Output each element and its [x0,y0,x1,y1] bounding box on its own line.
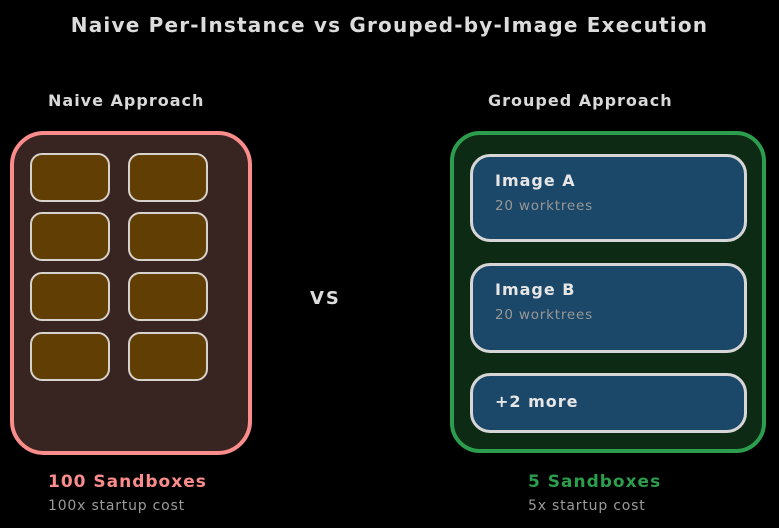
group-name: Image A [495,171,576,190]
grouped-sandbox-container: Image A 20 worktrees Image B 20 worktree… [450,131,766,453]
naive-approach-heading: Naive Approach [48,91,205,110]
grouped-sandbox-count: 5 Sandboxes [528,472,662,492]
instance-box [30,212,110,261]
instance-box [128,272,208,321]
naive-sandbox-count: 100 Sandboxes [48,472,207,492]
group-name: +2 more [495,392,579,411]
instance-box [128,332,208,381]
instance-box [128,212,208,261]
diagram-title: Naive Per-Instance vs Grouped-by-Image E… [70,13,709,37]
grouped-startup-cost: 5x startup cost [528,498,646,514]
group-box-more: +2 more [470,373,747,433]
group-name: Image B [495,280,576,299]
instance-box [30,153,110,202]
grouped-approach-heading: Grouped Approach [488,91,673,110]
vs-label: VS [310,288,341,309]
naive-startup-cost: 100x startup cost [48,498,185,514]
group-box-image-b: Image B 20 worktrees [470,263,747,353]
instance-box [128,153,208,202]
group-detail: 20 worktrees [495,307,593,323]
instance-box [30,272,110,321]
naive-sandbox-container [10,131,252,455]
group-detail: 20 worktrees [495,198,593,214]
group-box-image-a: Image A 20 worktrees [470,154,747,242]
instance-box [30,332,110,381]
